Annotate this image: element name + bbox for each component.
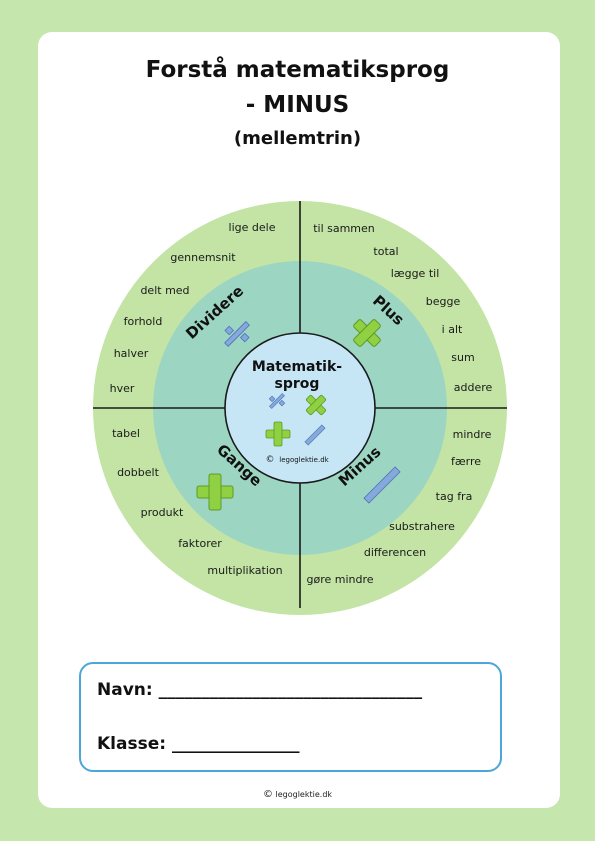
outer-word-plus: sum bbox=[451, 351, 474, 364]
outer-word-divide: halver bbox=[114, 347, 149, 360]
minus-icon bbox=[304, 424, 326, 446]
outer-word-divide: gennemsnit bbox=[170, 251, 236, 264]
divide-icon bbox=[268, 393, 286, 409]
footer-site: legoglektie.dk bbox=[275, 790, 333, 799]
plus-icon bbox=[196, 473, 234, 511]
page-subtitle: (mellemtrin) bbox=[233, 128, 362, 149]
outer-word-times: multiplikation bbox=[207, 564, 282, 577]
times-icon bbox=[353, 319, 381, 347]
outer-word-plus: begge bbox=[426, 295, 461, 308]
outer-word-minus: differencen bbox=[364, 546, 426, 559]
outer-word-minus: gøre mindre bbox=[306, 573, 373, 586]
center-circle bbox=[224, 332, 376, 484]
outer-word-minus: substrahere bbox=[389, 520, 455, 533]
minus-icon bbox=[363, 466, 401, 504]
times-icon bbox=[305, 394, 327, 416]
outer-word-times: faktorer bbox=[178, 537, 222, 550]
outer-word-times: tabel bbox=[112, 427, 140, 440]
outer-words: lige dele gennemsnit delt med forhold halver… bbox=[110, 221, 493, 586]
name-field[interactable]: Navn: _______________________________ bbox=[97, 680, 423, 700]
class-field[interactable]: Klasse: _______________ bbox=[97, 734, 300, 754]
outer-word-plus: total bbox=[373, 245, 398, 258]
outer-word-minus: mindre bbox=[453, 428, 492, 441]
center-title-line1: Matematik- bbox=[252, 359, 342, 375]
page-title-line2: - MINUS bbox=[245, 92, 350, 118]
outer-word-plus: addere bbox=[454, 381, 493, 394]
outer-word-plus: til sammen bbox=[313, 222, 375, 235]
outer-word-minus: tag fra bbox=[436, 490, 473, 503]
footer: © legoglektie.dk bbox=[0, 789, 595, 800]
footer-copyright: © bbox=[262, 789, 273, 800]
page-title-line1: Forstå matematiksprog bbox=[145, 57, 450, 83]
center-site: legoglektie.dk bbox=[279, 456, 329, 464]
outer-word-divide: delt med bbox=[140, 284, 189, 297]
outer-word-times: produkt bbox=[141, 506, 184, 519]
plus-icon bbox=[265, 421, 291, 447]
outer-word-plus: lægge til bbox=[391, 267, 440, 280]
outer-word-minus: færre bbox=[451, 455, 481, 468]
divide-icon bbox=[224, 321, 250, 347]
center-title-line2: sprog bbox=[275, 376, 320, 392]
outer-word-times: dobbelt bbox=[117, 466, 160, 479]
outer-word-divide: lige dele bbox=[229, 221, 276, 234]
outer-word-divide: hver bbox=[110, 382, 135, 395]
name-class-box: Navn: _______________________________ Kl… bbox=[79, 662, 502, 772]
outer-word-plus: i alt bbox=[442, 323, 463, 336]
outer-word-divide: forhold bbox=[124, 315, 163, 328]
center-copyright: © bbox=[266, 455, 275, 465]
